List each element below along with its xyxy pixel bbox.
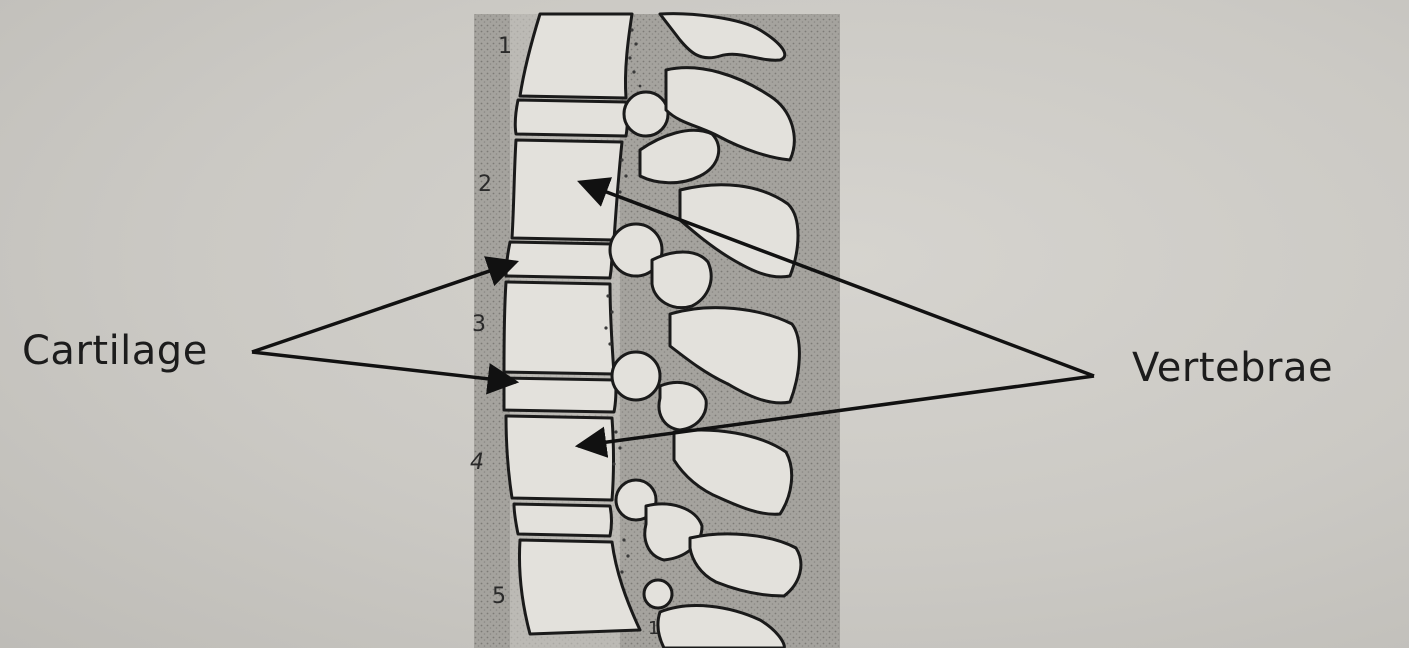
facet-joint-1 xyxy=(624,92,668,136)
cartilage-label: Cartilage xyxy=(22,328,208,374)
cartilage-disc-3 xyxy=(504,378,616,412)
vertebra-number-1: 1 xyxy=(498,34,512,59)
cartilage-disc-1 xyxy=(515,100,627,136)
vertebra-4-body xyxy=(506,416,614,500)
vertebra-1-body xyxy=(520,14,632,98)
vertebra-3-body xyxy=(504,282,614,374)
cartilage-disc-4 xyxy=(514,504,612,536)
vertebrae-label: Vertebrae xyxy=(1132,345,1333,391)
vertebra-number-3: 3 xyxy=(472,312,486,337)
vertebra-number-5: 5 xyxy=(492,584,506,609)
cartilage-disc-2 xyxy=(506,242,612,278)
articular-process-4 xyxy=(659,382,706,430)
sacral-number: 1 xyxy=(648,618,659,639)
facet-joint-3 xyxy=(612,352,660,400)
vertebra-number-2: 2 xyxy=(478,172,492,197)
articular-process-3 xyxy=(652,252,711,308)
vertebra-number-4: 4 xyxy=(470,450,484,475)
facet-joint-5 xyxy=(644,580,672,608)
